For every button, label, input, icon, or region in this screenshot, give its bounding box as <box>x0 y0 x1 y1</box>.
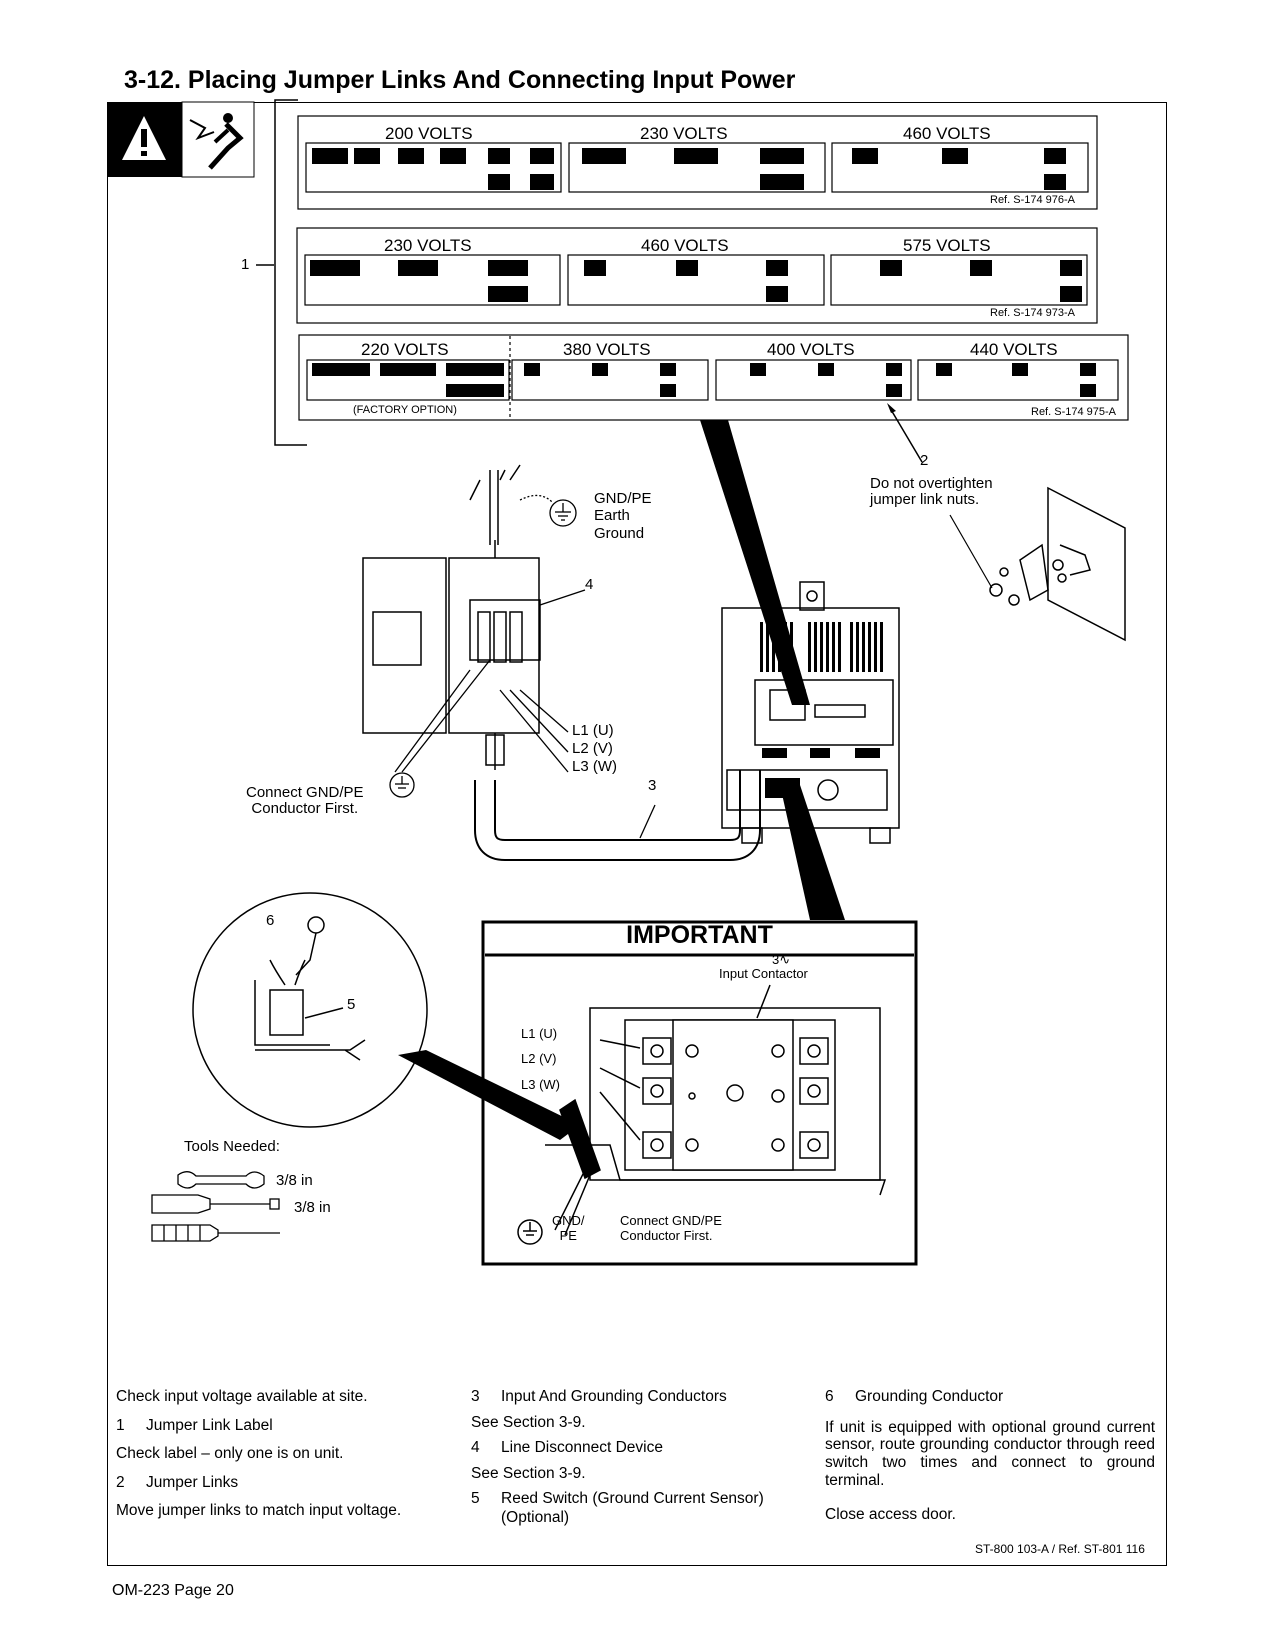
input-contactor-label: Input Contactor <box>719 966 808 981</box>
row2-volts-230: 230 VOLTS <box>384 236 472 255</box>
factory-option: (FACTORY OPTION) <box>353 404 457 416</box>
col1-p2: Check label – only one is on unit. <box>116 1445 344 1463</box>
callout-2: 2 <box>920 452 929 469</box>
callout-5: 5 <box>347 996 356 1013</box>
row3-volts-400: 400 VOLTS <box>767 340 855 359</box>
section-title: 3-12. Placing Jumper Links And Connectin… <box>124 66 796 94</box>
row3-volts-220: 220 VOLTS <box>361 340 449 359</box>
contactor-line-labels: L1 (U)L2 (V)L3 (W) <box>521 1026 560 1092</box>
callout-3: 3 <box>648 777 657 794</box>
figure-frame <box>107 102 1167 1566</box>
text-column-1: Check input voltage available at site. 1… <box>116 1388 446 1531</box>
tool-screwdriver-icon <box>151 1224 280 1242</box>
row3-volts-440: 440 VOLTS <box>970 340 1058 359</box>
phase-symbol: 3∿ <box>772 952 791 967</box>
important-box <box>481 920 918 1266</box>
reed-switch-detail <box>192 892 428 1128</box>
tool-nutdriver-icon <box>151 1194 280 1214</box>
col1-p3: Move jumper links to match input voltage… <box>116 1502 402 1520</box>
tool-size-2: 3/8 in <box>294 1199 331 1216</box>
row1-ref: Ref. S-174 976-A <box>990 194 1075 206</box>
ground-symbol <box>389 494 577 798</box>
row3-ref: Ref. S-174 975-A <box>1031 406 1116 418</box>
col2-p1: See Section 3-9. <box>471 1413 586 1431</box>
tools-heading: Tools Needed: <box>184 1138 280 1155</box>
warning-icon <box>107 102 182 177</box>
jumper-link-detail <box>989 486 1126 642</box>
welder-vents <box>760 622 883 798</box>
callout-1: 1 <box>241 256 250 273</box>
electric-shock-icon <box>181 101 255 178</box>
col3-p1: If unit is equipped with optional ground… <box>825 1418 1155 1490</box>
jumper-label-row1 <box>297 115 1098 210</box>
page-footer: OM-223 Page 20 <box>112 1582 234 1599</box>
callout-6: 6 <box>266 912 275 929</box>
row2-volts-460: 460 VOLTS <box>641 236 729 255</box>
jumper-label-row3 <box>298 334 1129 421</box>
welder-unit <box>721 581 900 844</box>
row1-volts-460: 460 VOLTS <box>903 124 991 143</box>
disconnect-box <box>362 464 541 770</box>
tool-wrench-icon <box>177 1171 265 1189</box>
col2-item5-cont: (Optional) <box>501 1508 570 1526</box>
col2-p2: See Section 3-9. <box>471 1464 586 1482</box>
line-labels: L1 (U)L2 (V)L3 (W) <box>572 722 617 775</box>
row2-ref: Ref. S-174 973-A <box>990 307 1075 319</box>
tool-size-1: 3/8 in <box>276 1172 313 1189</box>
col1-p1: Check input voltage available at site. <box>116 1388 368 1405</box>
jumper-terminals <box>310 148 1096 397</box>
gnd-pe-contactor: GND/PE <box>552 1213 585 1243</box>
row2-volts-575: 575 VOLTS <box>903 236 991 255</box>
input-contactor-drawing <box>517 984 887 1245</box>
col3-p2: Close access door. <box>825 1505 956 1523</box>
row1-volts-230: 230 VOLTS <box>640 124 728 143</box>
drawing-reference: ST-800 103-A / Ref. ST-801 116 <box>975 1542 1145 1556</box>
row1-volts-200: 200 VOLTS <box>385 124 473 143</box>
important-heading: IMPORTANT <box>626 921 773 949</box>
jumper-label-row2 <box>296 227 1098 324</box>
row3-volts-380: 380 VOLTS <box>563 340 651 359</box>
callout-4: 4 <box>585 576 594 593</box>
